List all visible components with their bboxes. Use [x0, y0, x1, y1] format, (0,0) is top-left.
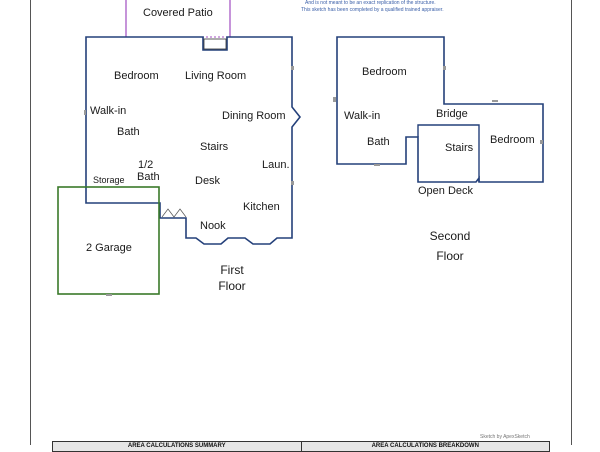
second-floor-outline: [336, 36, 544, 183]
page-border-left: [30, 0, 31, 445]
area-calculations-table: AREA CALCULATIONS SUMMARY AREA CALCULATI…: [52, 441, 550, 452]
floor-label-first: First Floor: [200, 262, 264, 294]
room-open-deck: Open Deck: [418, 185, 474, 197]
room-kitchen: Kitchen: [243, 201, 280, 213]
room-stairs-second: Stairs: [445, 142, 474, 154]
floor-label-first-line1: First: [220, 263, 244, 277]
fireplace: [203, 38, 227, 50]
room-walk-in-first: Walk-in: [90, 105, 127, 117]
room-dining-room: Dining Room: [222, 110, 286, 122]
room-stairs-first: Stairs: [200, 141, 229, 153]
area-summary-header: AREA CALCULATIONS SUMMARY: [127, 443, 226, 449]
room-walk-in-second: Walk-in: [344, 110, 381, 122]
room-covered-patio: Covered Patio: [143, 7, 213, 19]
area-breakdown-header: AREA CALCULATIONS BREAKDOWN: [300, 442, 550, 451]
room-laundry: Laun.: [262, 159, 290, 171]
dimension-ticks: [84, 66, 543, 296]
door-zigzag: [161, 208, 187, 218]
room-storage: Storage: [93, 175, 125, 185]
covered-patio-outline: [125, 0, 231, 37]
room-bath-second: Bath: [367, 136, 390, 148]
room-bath-first: Bath: [117, 126, 140, 138]
second-floor-stairs-divider: [417, 124, 480, 182]
room-garage: 2 Garage: [86, 242, 132, 254]
floor-label-second-line2: Floor: [436, 249, 464, 263]
page-border-right: [571, 0, 572, 445]
room-bedroom-second-right: Bedroom: [490, 134, 535, 146]
floor-label-second: Second Floor: [418, 226, 482, 266]
sketch-credit: Sketch by ApexSketch: [480, 434, 530, 440]
room-half-bath-num: 1/2: [138, 159, 154, 171]
floor-label-first-line2: Floor: [218, 279, 246, 293]
room-bedroom-second-left: Bedroom: [362, 66, 407, 78]
room-bedroom-first: Bedroom: [114, 70, 159, 82]
room-bridge: Bridge: [436, 108, 468, 120]
first-floor-outline: [85, 36, 302, 245]
room-living-room: Living Room: [185, 70, 247, 82]
floor-label-second-line1: Second: [429, 229, 471, 243]
header-note-line1: And is not meant to be an exact replicat…: [305, 0, 436, 6]
room-desk: Desk: [195, 175, 221, 187]
header-note-line2: This sketch has been completed by a qual…: [301, 7, 444, 13]
room-nook: Nook: [200, 220, 226, 232]
room-half-bath: Bath: [137, 171, 160, 183]
